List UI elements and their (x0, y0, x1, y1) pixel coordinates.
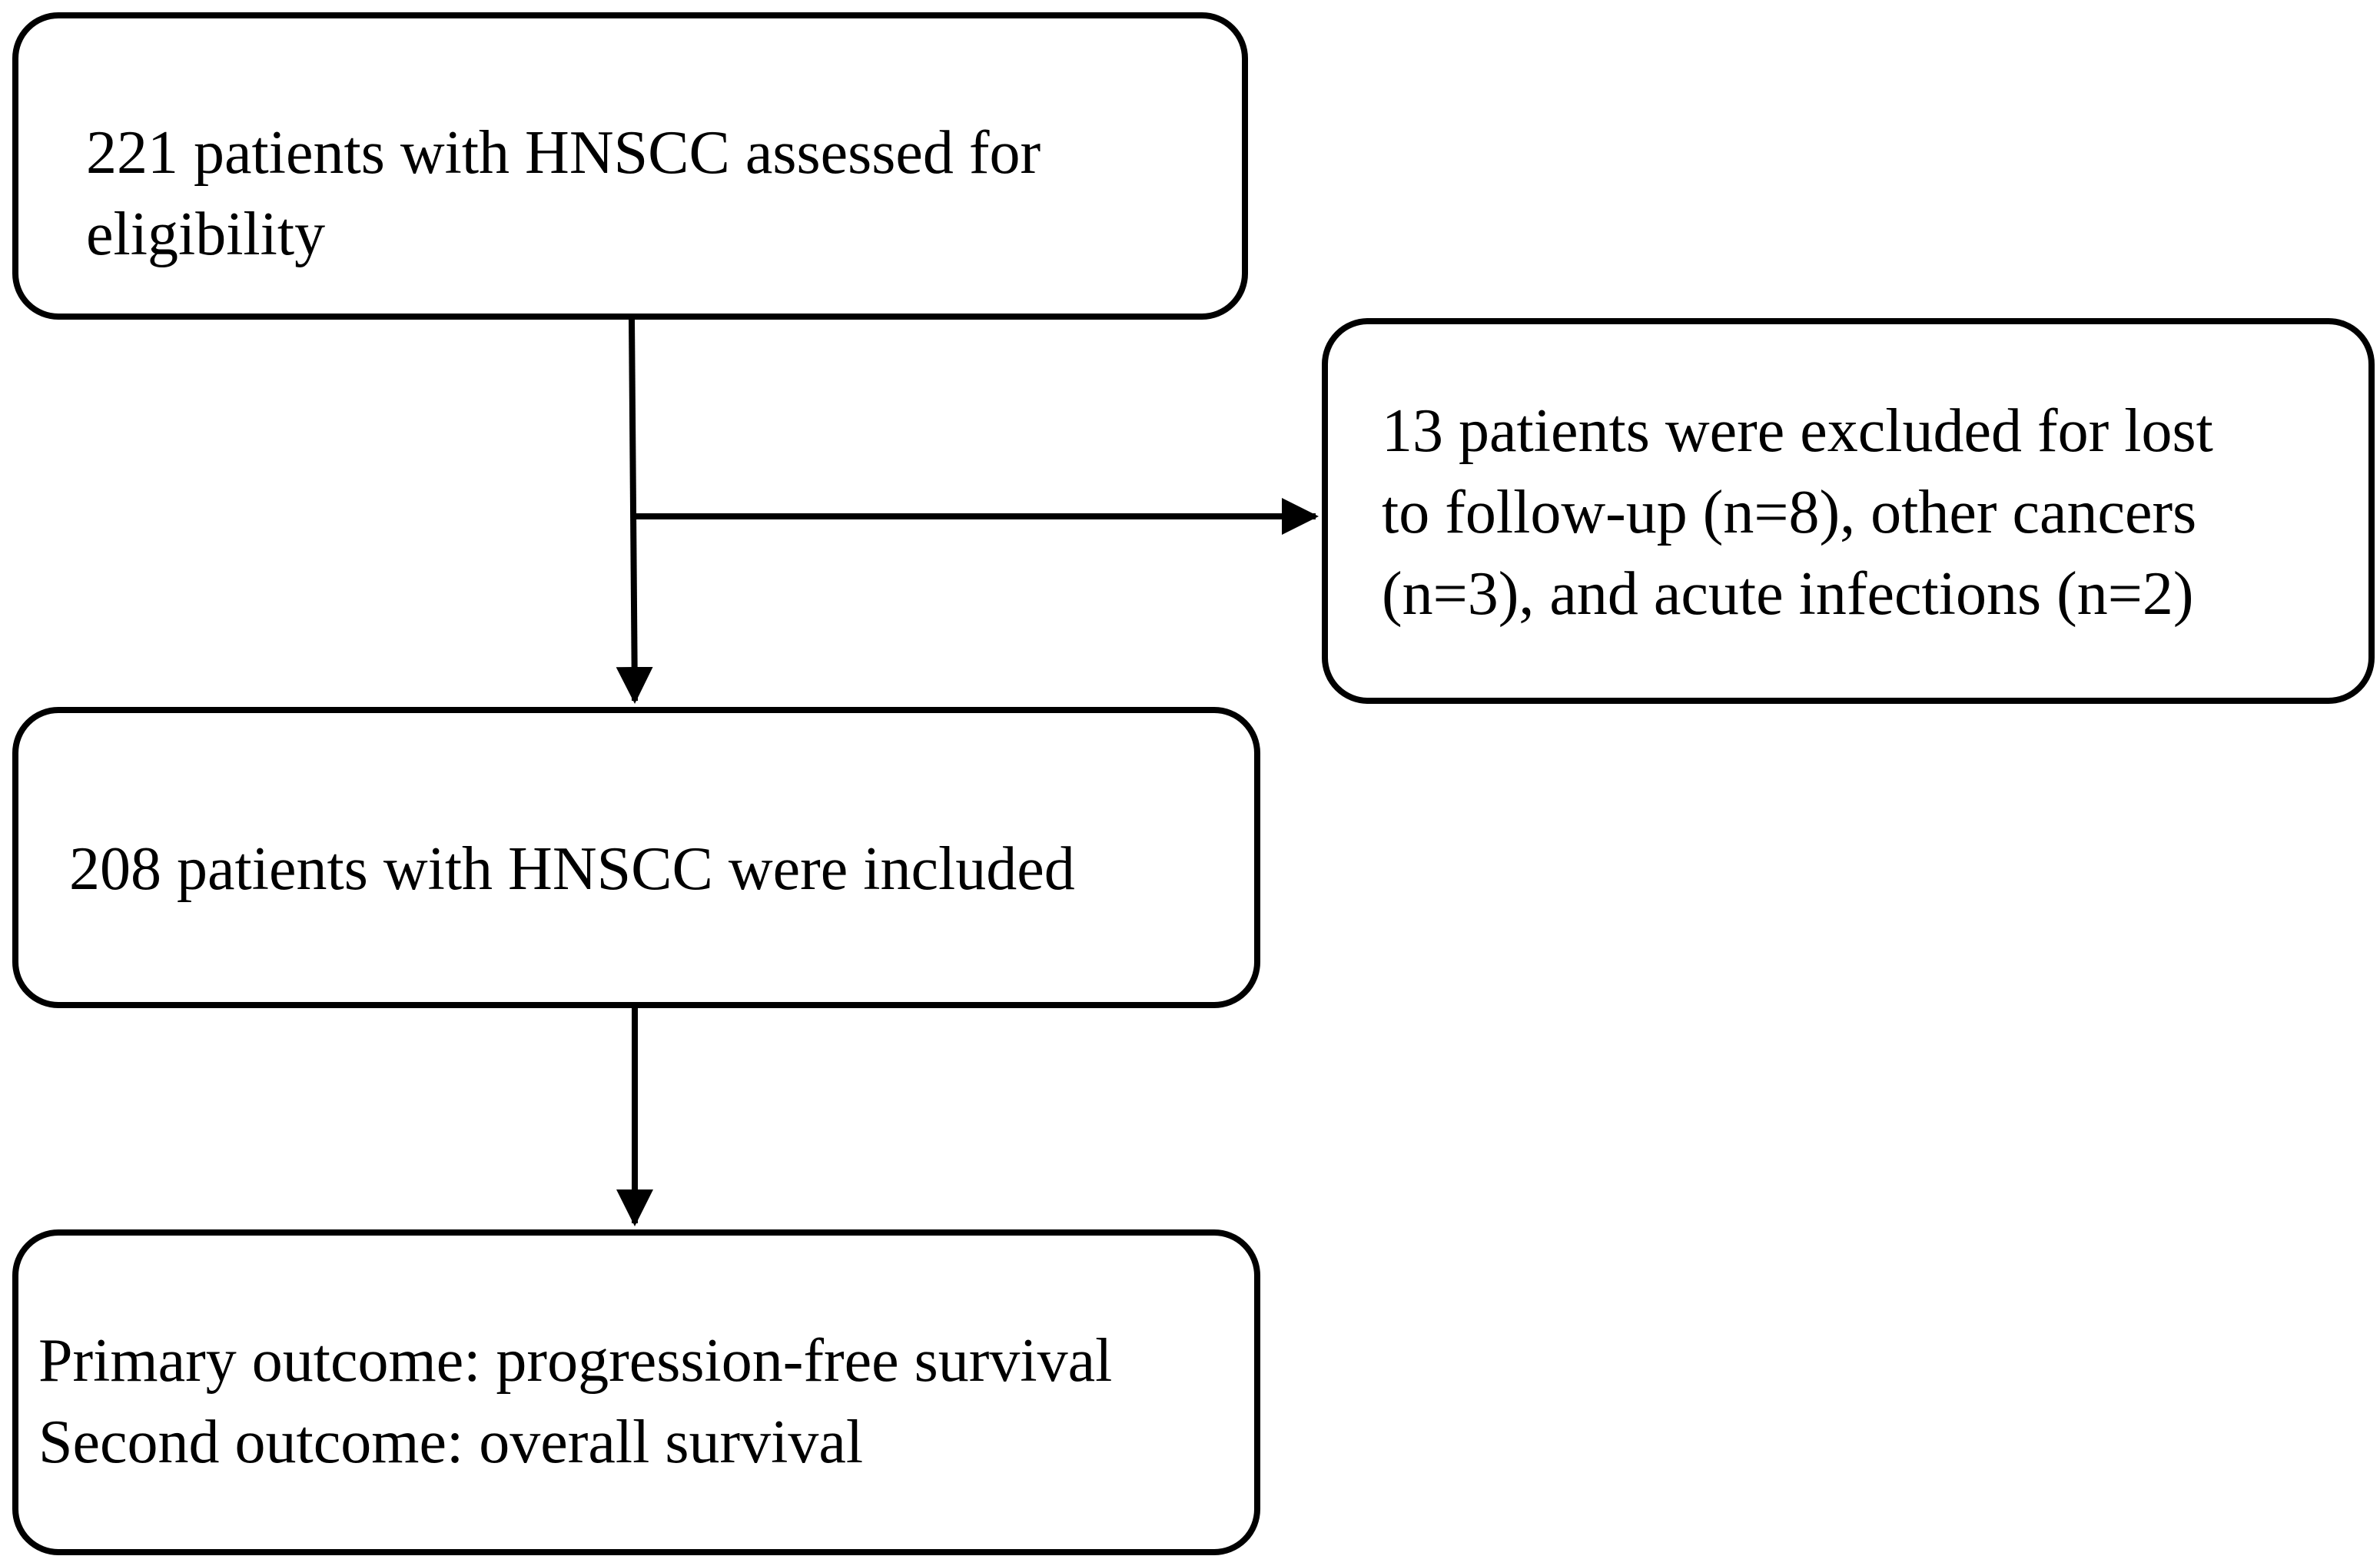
excluded-line-2: to follow-up (n=8), other cancers (1382, 479, 2197, 546)
excluded-box: 13 patients were excluded for lost to fo… (1322, 318, 2375, 704)
assessed-box: 221 patients with HNSCC assessed for eli… (12, 12, 1248, 320)
arrow-assessed-to-included (616, 319, 653, 704)
excluded-line-3: (n=3), and acute infections (n=2) (1382, 560, 2194, 628)
included-box: 208 patients with HNSCC were included (12, 707, 1260, 1008)
outcomes-line-2: Second outcome: overall survival (38, 1408, 864, 1476)
assessed-line-2: eligibility (86, 201, 326, 268)
excluded-line-1: 13 patients were excluded for lost (1382, 397, 2213, 465)
outcomes-box: Primary outcome: progression-free surviv… (12, 1229, 1260, 1555)
outcomes-line-1: Primary outcome: progression-free surviv… (38, 1327, 1113, 1395)
included-line-1: 208 patients with HNSCC were included (69, 835, 1075, 903)
assessed-line-1: 221 patients with HNSCC assessed for (86, 119, 1041, 187)
